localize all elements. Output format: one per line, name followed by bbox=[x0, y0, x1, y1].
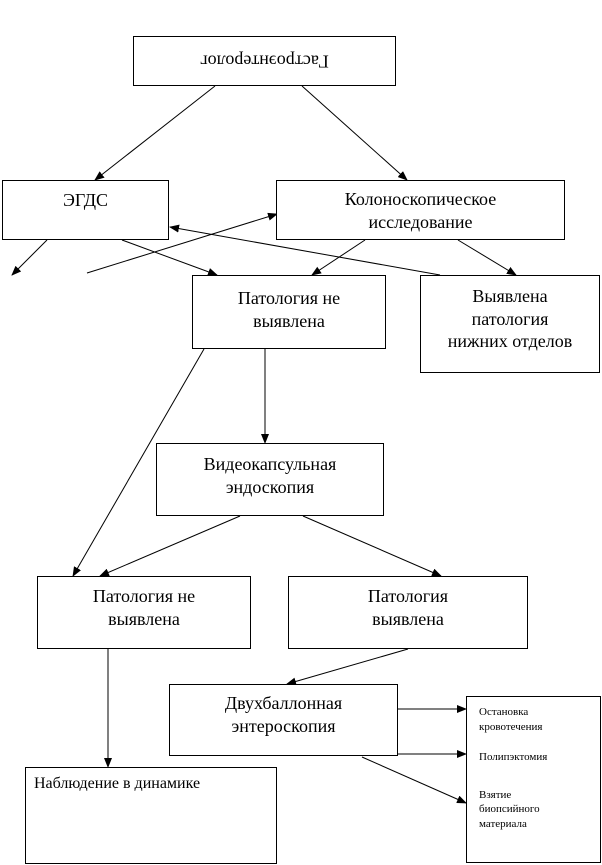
video-capsule-line-2: эндоскопия bbox=[225, 476, 315, 497]
pathology-not-found-1-line-1: Патология не bbox=[237, 288, 341, 308]
pathology-found-box: Патология выявлена bbox=[288, 576, 528, 649]
arrow-video-to-pathology-not-found-2 bbox=[99, 515, 241, 577]
arrow-lower-to-egds bbox=[169, 224, 441, 276]
outcome-biopsy-line-1: Взятие bbox=[479, 788, 512, 801]
colonoscopy-line-1: Колоноскопическое bbox=[344, 189, 497, 209]
observation-label: Наблюдение в динамике bbox=[34, 775, 201, 792]
observation-box: Наблюдение в динамике bbox=[25, 767, 277, 864]
pathology-not-found-box-1: Патология не выявлена bbox=[192, 275, 386, 349]
lower-pathology-line-1: Выявлена bbox=[472, 286, 548, 306]
arrow-egds-out-left bbox=[11, 239, 48, 276]
arrow-egds-to-pathology-not-found bbox=[121, 239, 218, 276]
outcome-polypectomy: Полипэктомия bbox=[479, 750, 548, 763]
arrow-video-to-pathology-found bbox=[302, 515, 442, 577]
colonoscopy-line-2: исследование bbox=[368, 211, 473, 232]
gastroenterologist-label: Гастроэнтеролог bbox=[200, 51, 329, 72]
pathology-found-line-1: Патология bbox=[367, 586, 449, 606]
gastroenterologist-box: Гастроэнтеролог bbox=[133, 36, 396, 86]
outcomes-box: Остановка кровотечения Полипэктомия Взят… bbox=[466, 696, 601, 863]
arrow-cross-to-colono bbox=[86, 212, 278, 274]
pathology-found-line-2: выявлена bbox=[372, 608, 444, 629]
video-capsule-box: Видеокапсульная эндоскопия bbox=[156, 443, 384, 516]
pathology-not-found-box-2: Патология не выявлена bbox=[37, 576, 251, 649]
double-balloon-line-2: энтероскопия bbox=[231, 715, 336, 736]
pathology-not-found-2-line-2: выявлена bbox=[108, 608, 180, 629]
double-balloon-box: Двухбаллонная энтероскопия bbox=[169, 684, 398, 756]
arrow-pathology-to-pathology-not-found-2 bbox=[72, 348, 205, 577]
pathology-not-found-1-line-2: выявлена bbox=[253, 310, 325, 331]
outcome-stop-bleeding-line-2: кровотечения bbox=[479, 720, 543, 733]
outcome-biopsy-line-3: материала bbox=[479, 818, 527, 831]
arrow-double-balloon-to-biopsy bbox=[361, 756, 467, 804]
pathology-not-found-2-line-1: Патология не bbox=[92, 586, 196, 606]
arrow-gastro-to-colono bbox=[301, 85, 408, 181]
arrow-gastro-to-egds bbox=[94, 85, 216, 181]
video-capsule-line-1: Видеокапсульная bbox=[203, 454, 337, 474]
lower-pathology-line-3: нижних отделов bbox=[447, 331, 573, 351]
double-balloon-line-1: Двухбаллонная bbox=[224, 693, 343, 713]
arrow-colono-to-lower-found bbox=[457, 239, 517, 276]
outcome-stop-bleeding-line-1: Остановка bbox=[479, 706, 529, 718]
lower-pathology-line-2: патология bbox=[471, 308, 549, 329]
lower-pathology-box: Выявлена патология нижних отделов bbox=[420, 275, 600, 373]
outcome-biopsy-line-2: биопсийного bbox=[479, 803, 540, 816]
egds-label: ЭГДС bbox=[63, 190, 108, 210]
arrow-colono-to-pathology-not-found bbox=[311, 239, 366, 276]
arrow-found-to-double-balloon bbox=[286, 648, 409, 686]
egds-box: ЭГДС bbox=[2, 180, 169, 240]
colonoscopy-box: Колоноскопическое исследование bbox=[276, 180, 565, 240]
